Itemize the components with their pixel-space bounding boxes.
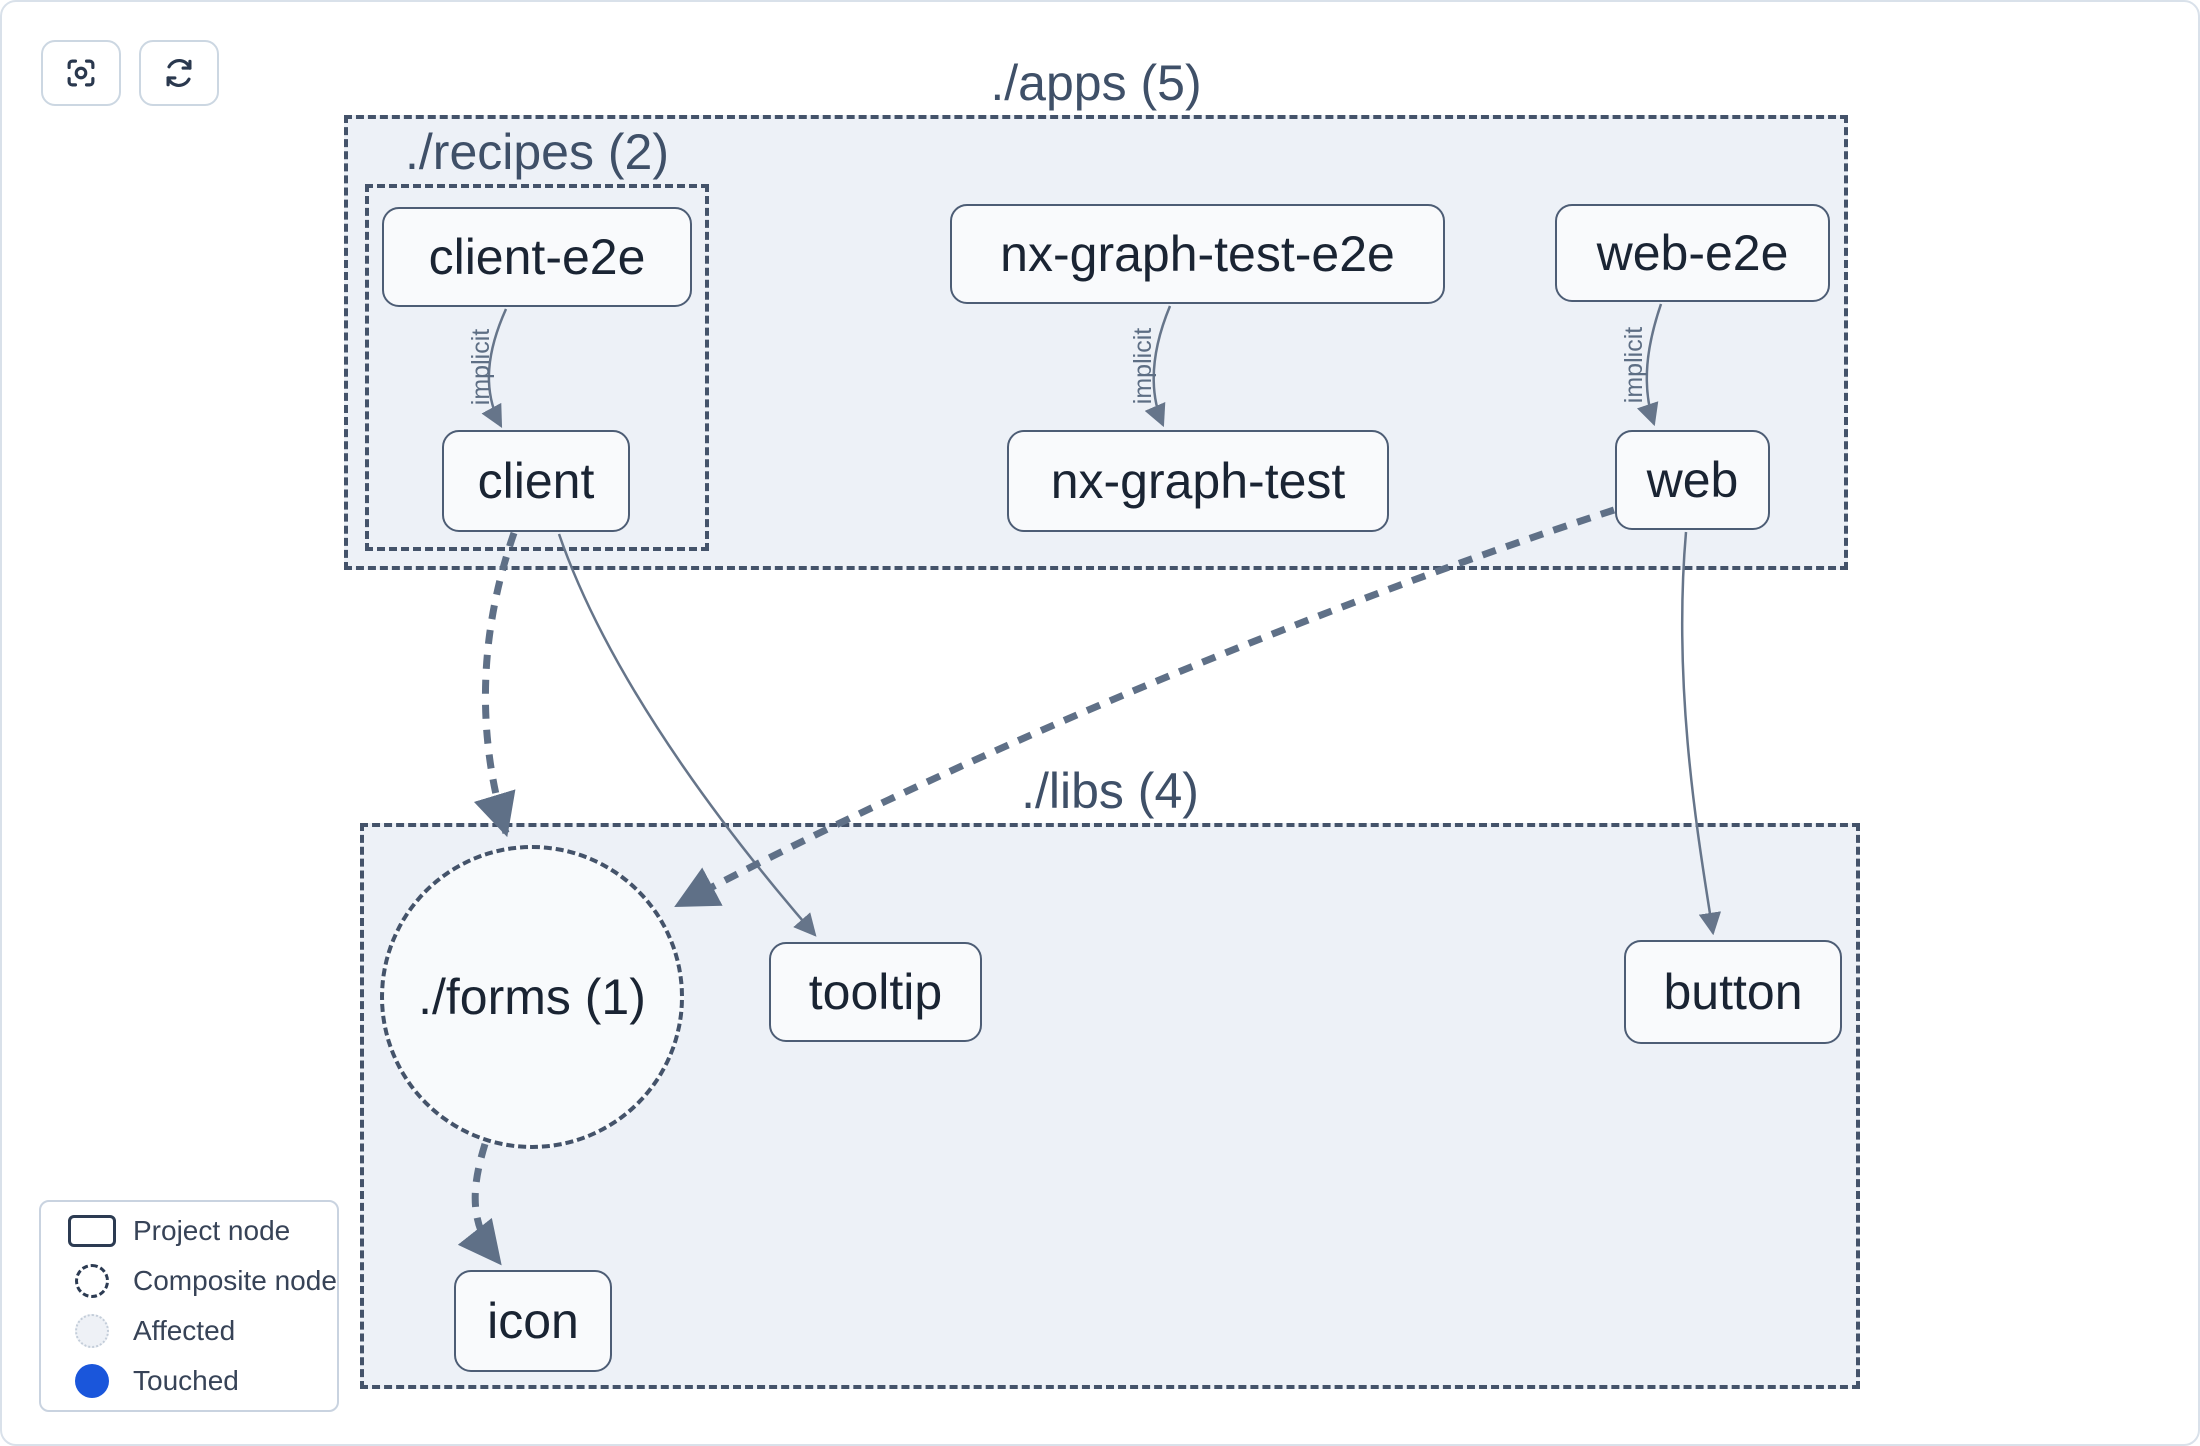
legend-item-project-node: Project node (41, 1214, 337, 1249)
touched-icon (75, 1363, 109, 1398)
node-client-e2e[interactable]: client-e2e (382, 207, 692, 307)
legend-item-composite-node: Composite node (41, 1264, 337, 1299)
affected-icon (75, 1313, 109, 1348)
composite-node-forms[interactable]: ./forms (1) (380, 845, 684, 1149)
refresh-button[interactable] (139, 40, 219, 106)
node-client-label: client (477, 453, 595, 509)
node-web-label: web (1646, 452, 1739, 508)
legend-item-affected: Affected (41, 1313, 337, 1349)
node-icon-label: icon (487, 1293, 579, 1349)
composite-node-icon (75, 1264, 109, 1299)
legend-label-touched: Touched (133, 1364, 239, 1396)
node-nx-graph-test-e2e[interactable]: nx-graph-test-e2e (950, 204, 1445, 304)
node-nx-graph-test[interactable]: nx-graph-test (1007, 430, 1389, 532)
legend-label-affected: Affected (133, 1314, 236, 1346)
node-nx-graph-test-e2e-label: nx-graph-test-e2e (1000, 226, 1395, 282)
project-node-icon (68, 1215, 116, 1248)
node-button[interactable]: button (1624, 940, 1842, 1044)
group-recipes (365, 184, 709, 551)
node-tooltip-label: tooltip (808, 964, 943, 1020)
legend: Project node Composite node Affected Tou… (39, 1200, 339, 1412)
composite-node-forms-label: ./forms (1) (418, 969, 646, 1025)
node-web-e2e[interactable]: web-e2e (1555, 204, 1830, 302)
node-client-e2e-label: client-e2e (428, 229, 646, 285)
legend-item-touched: Touched (41, 1363, 337, 1398)
node-web-e2e-label: web-e2e (1596, 225, 1789, 281)
legend-label-composite-node: Composite node (133, 1265, 337, 1297)
node-client[interactable]: client (442, 430, 630, 532)
group-recipes-label[interactable]: ./recipes (2) (405, 124, 669, 180)
group-libs-label[interactable]: ./libs (4) (1021, 763, 1199, 819)
node-button-label: button (1663, 964, 1803, 1020)
group-apps-label[interactable]: ./apps (5) (990, 55, 1202, 111)
legend-label-project-node: Project node (133, 1215, 291, 1247)
node-tooltip[interactable]: tooltip (769, 942, 982, 1042)
focus-icon (62, 54, 100, 92)
refresh-icon (160, 54, 198, 92)
node-web[interactable]: web (1615, 430, 1770, 530)
focus-button[interactable] (41, 40, 121, 106)
node-icon[interactable]: icon (454, 1270, 612, 1372)
node-nx-graph-test-label: nx-graph-test (1050, 453, 1346, 509)
